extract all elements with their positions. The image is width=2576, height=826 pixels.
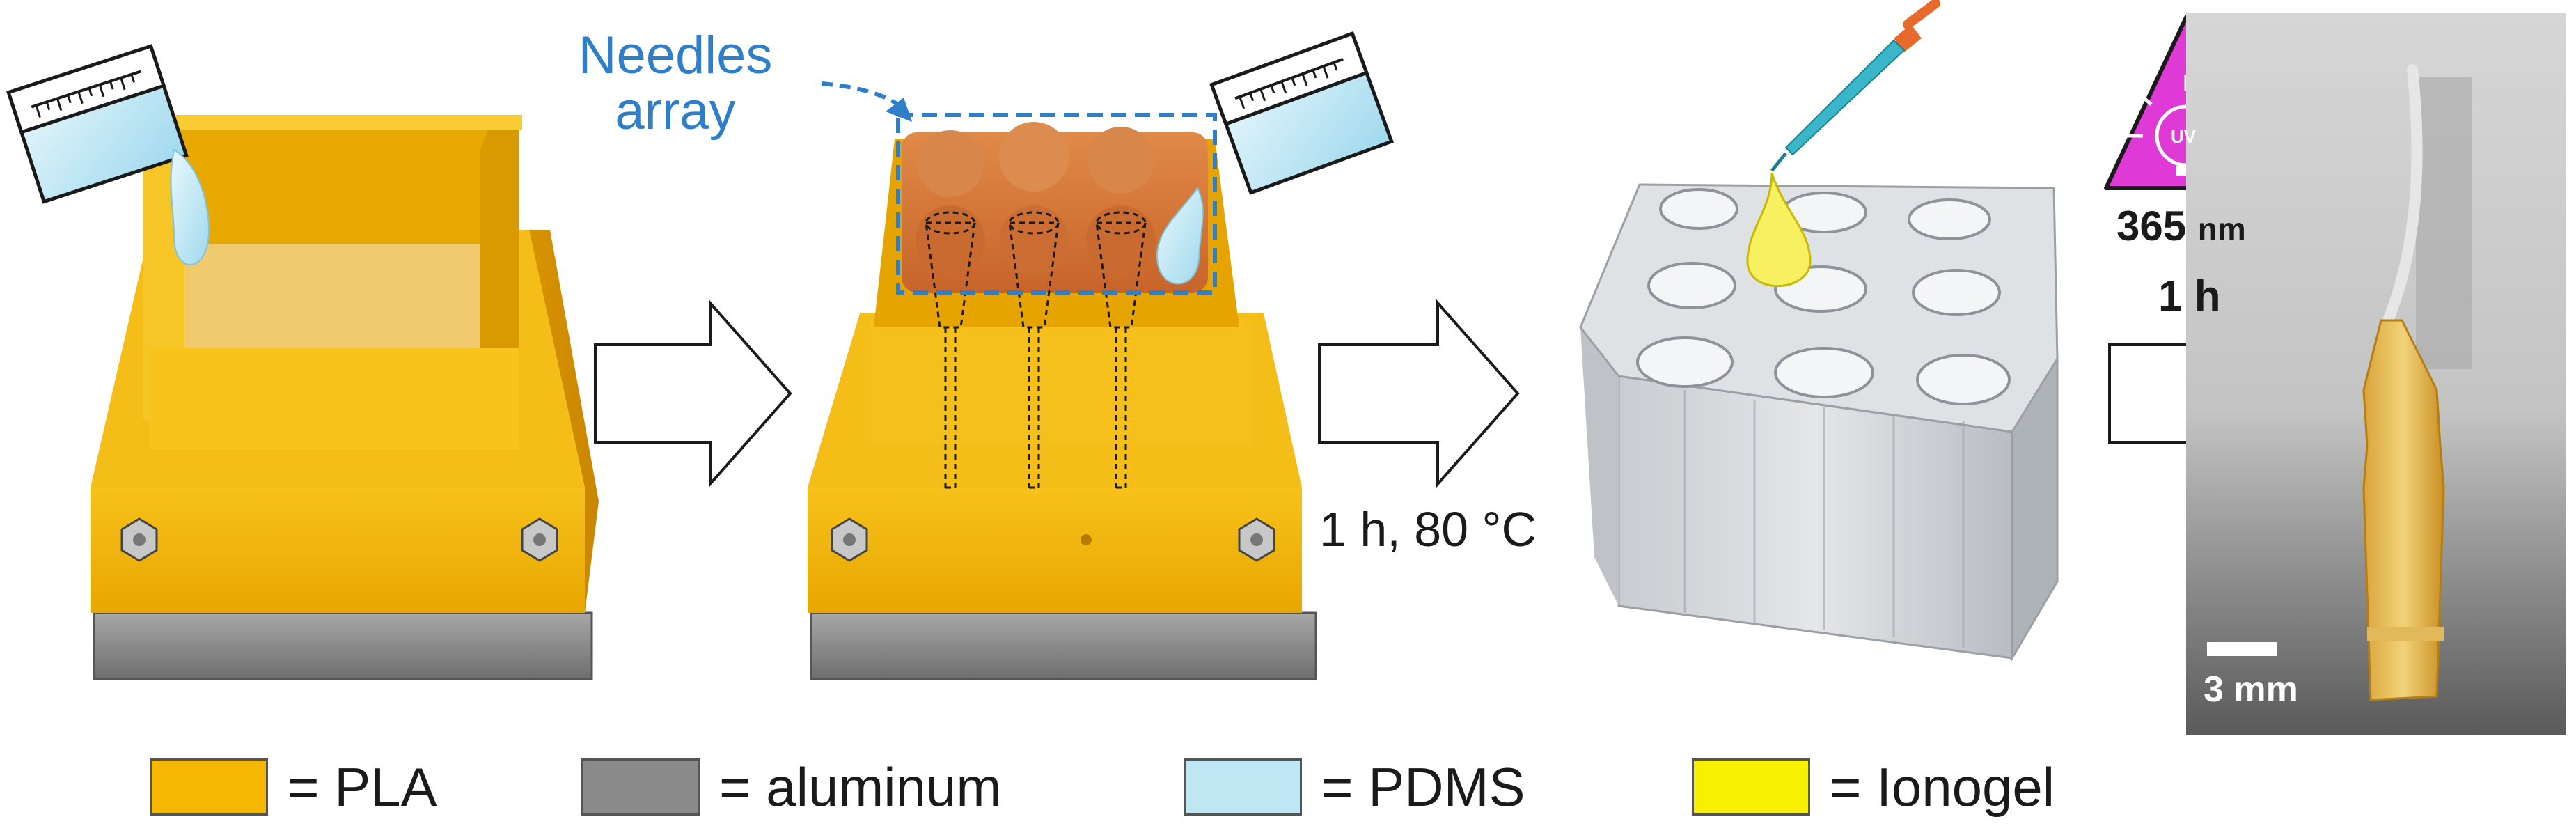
- legend-item-ionogel: = Ionogel: [1692, 756, 2055, 818]
- uv-time-label: 1 h: [2158, 272, 2221, 320]
- legend-item-aluminum: = aluminum: [581, 756, 1001, 818]
- wavelength-label: 365 nm: [2116, 202, 2246, 250]
- needle-hub-flange: [2367, 627, 2444, 641]
- pdms-swatch: [1184, 758, 1302, 816]
- process-arrow-1: [594, 299, 792, 488]
- wavelength-value: 365: [2116, 203, 2187, 249]
- step1-mold: [6, 44, 599, 680]
- legend-label: = aluminum: [719, 756, 1002, 818]
- needles-array-highlight: [896, 113, 1217, 295]
- wavelength-unit: nm: [2197, 211, 2246, 247]
- pdms-block-left: [1580, 327, 1619, 606]
- bolt-icon: [1238, 517, 1275, 562]
- arrowhead-icon: [886, 98, 912, 122]
- pla-rim: [139, 115, 522, 130]
- ionogel-swatch: [1692, 758, 1810, 816]
- needle-hub: [2362, 319, 2445, 701]
- scale-bar-label: 3 mm: [2204, 669, 2298, 710]
- needle-shaft: [2382, 64, 2423, 326]
- pla-cavity-floor: [184, 244, 480, 348]
- aluminum-plate: [810, 611, 1317, 680]
- pdms-pour-stream: [170, 148, 210, 265]
- aluminum-plate: [93, 611, 593, 680]
- needles-label-line1: Needles: [578, 26, 773, 85]
- pla-base-front: [91, 488, 585, 613]
- ionogel-droplet: [1746, 172, 1812, 288]
- bolt-icon: [120, 517, 158, 562]
- legend-item-pla: = PLA: [150, 756, 437, 818]
- pdms-pour-stream: [1156, 187, 1204, 285]
- curing-condition-label: 1 h, 80 °C: [1319, 502, 1537, 556]
- legend-label: = Ionogel: [1830, 756, 2055, 818]
- step2-mold: [808, 31, 1394, 680]
- process-arrow-2: [1318, 299, 1520, 488]
- aluminum-swatch: [581, 758, 700, 816]
- pla-wall-body: [870, 320, 1253, 446]
- pla-base-front: [808, 488, 1302, 613]
- step3-pdms-mold: [1579, 0, 2059, 662]
- mold-wells: [1636, 188, 2011, 405]
- legend-label: = PLA: [288, 756, 437, 818]
- needles-label: Needles array: [547, 28, 804, 139]
- bolt-icon: [831, 517, 868, 562]
- pla-swatch: [150, 758, 268, 816]
- mold-hole: [1081, 534, 1092, 545]
- legend-item-pdms: = PDMS: [1184, 756, 1525, 818]
- block-striations: [1683, 390, 1965, 648]
- pdms-beaker-icon: [1209, 31, 1394, 195]
- pdms-beaker-icon: [6, 44, 189, 204]
- needles-annotation-arrow: [821, 81, 907, 113]
- scale-bar: [2207, 642, 2277, 656]
- pla-wall-front: [150, 348, 519, 449]
- needles-label-line2: array: [615, 81, 736, 141]
- pla-wall-back: [167, 122, 494, 244]
- uv-badge-text: UV: [2171, 126, 2197, 147]
- bolt-icon: [521, 517, 558, 562]
- pipette-icon: [1770, 0, 1940, 172]
- photo-shadow: [2416, 77, 2472, 369]
- needle-tips: [916, 122, 1156, 275]
- legend-label: = PDMS: [1321, 756, 1525, 818]
- needle-photo: [2186, 13, 2566, 735]
